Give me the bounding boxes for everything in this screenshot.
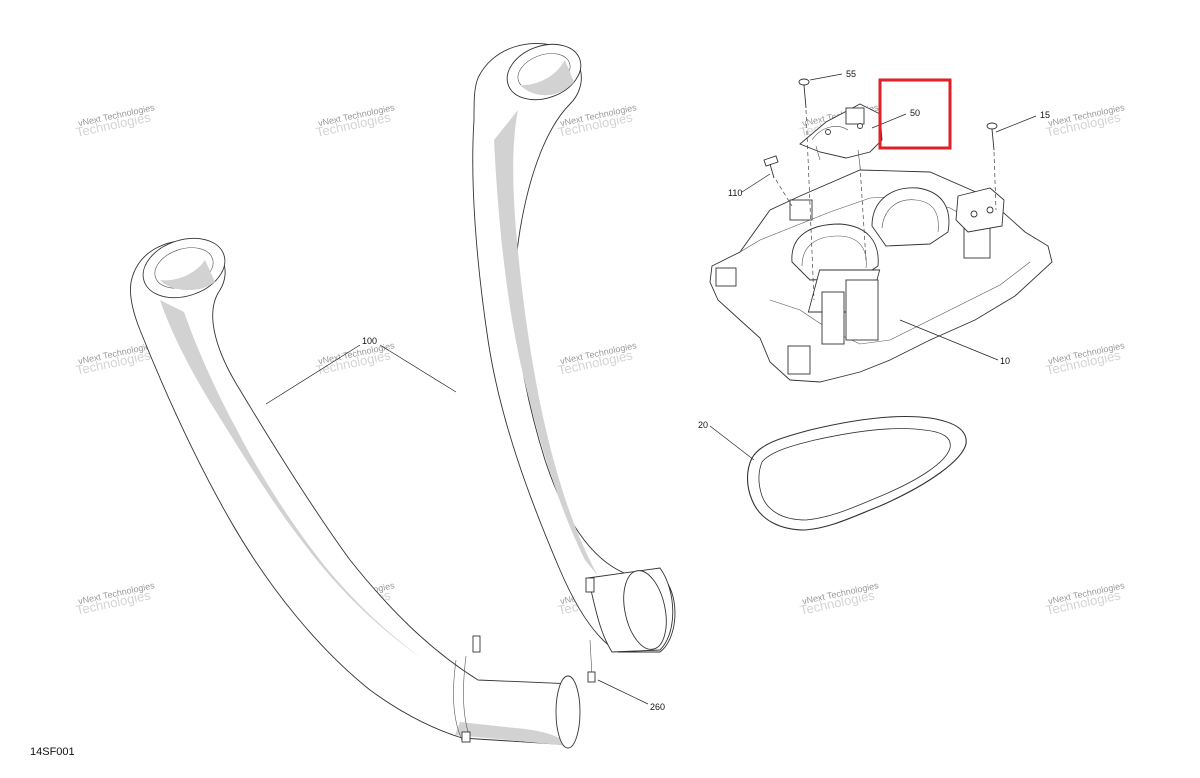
screw-55 bbox=[798, 78, 810, 109]
callout-260[interactable]: 260 bbox=[650, 702, 665, 712]
intake-tube-center bbox=[472, 42, 676, 683]
callout-55[interactable]: 55 bbox=[846, 69, 856, 79]
highlight-box-50 bbox=[878, 78, 952, 150]
diagram-code: 14SF001 bbox=[30, 746, 75, 758]
screw-15 bbox=[986, 122, 998, 151]
callout-50[interactable]: 50 bbox=[910, 108, 920, 118]
callout-10[interactable]: 10 bbox=[1000, 356, 1010, 366]
airbox-housing bbox=[709, 169, 1053, 383]
airbox-gasket bbox=[746, 415, 967, 531]
mounting-bracket bbox=[799, 103, 883, 167]
intake-tube-left bbox=[129, 237, 581, 749]
push-rivet-110 bbox=[763, 155, 779, 179]
callout-110[interactable]: 110 bbox=[728, 188, 742, 198]
callout-100[interactable]: 100 bbox=[362, 336, 377, 346]
callout-15[interactable]: 15 bbox=[1040, 110, 1050, 120]
callout-20[interactable]: 20 bbox=[698, 420, 708, 430]
